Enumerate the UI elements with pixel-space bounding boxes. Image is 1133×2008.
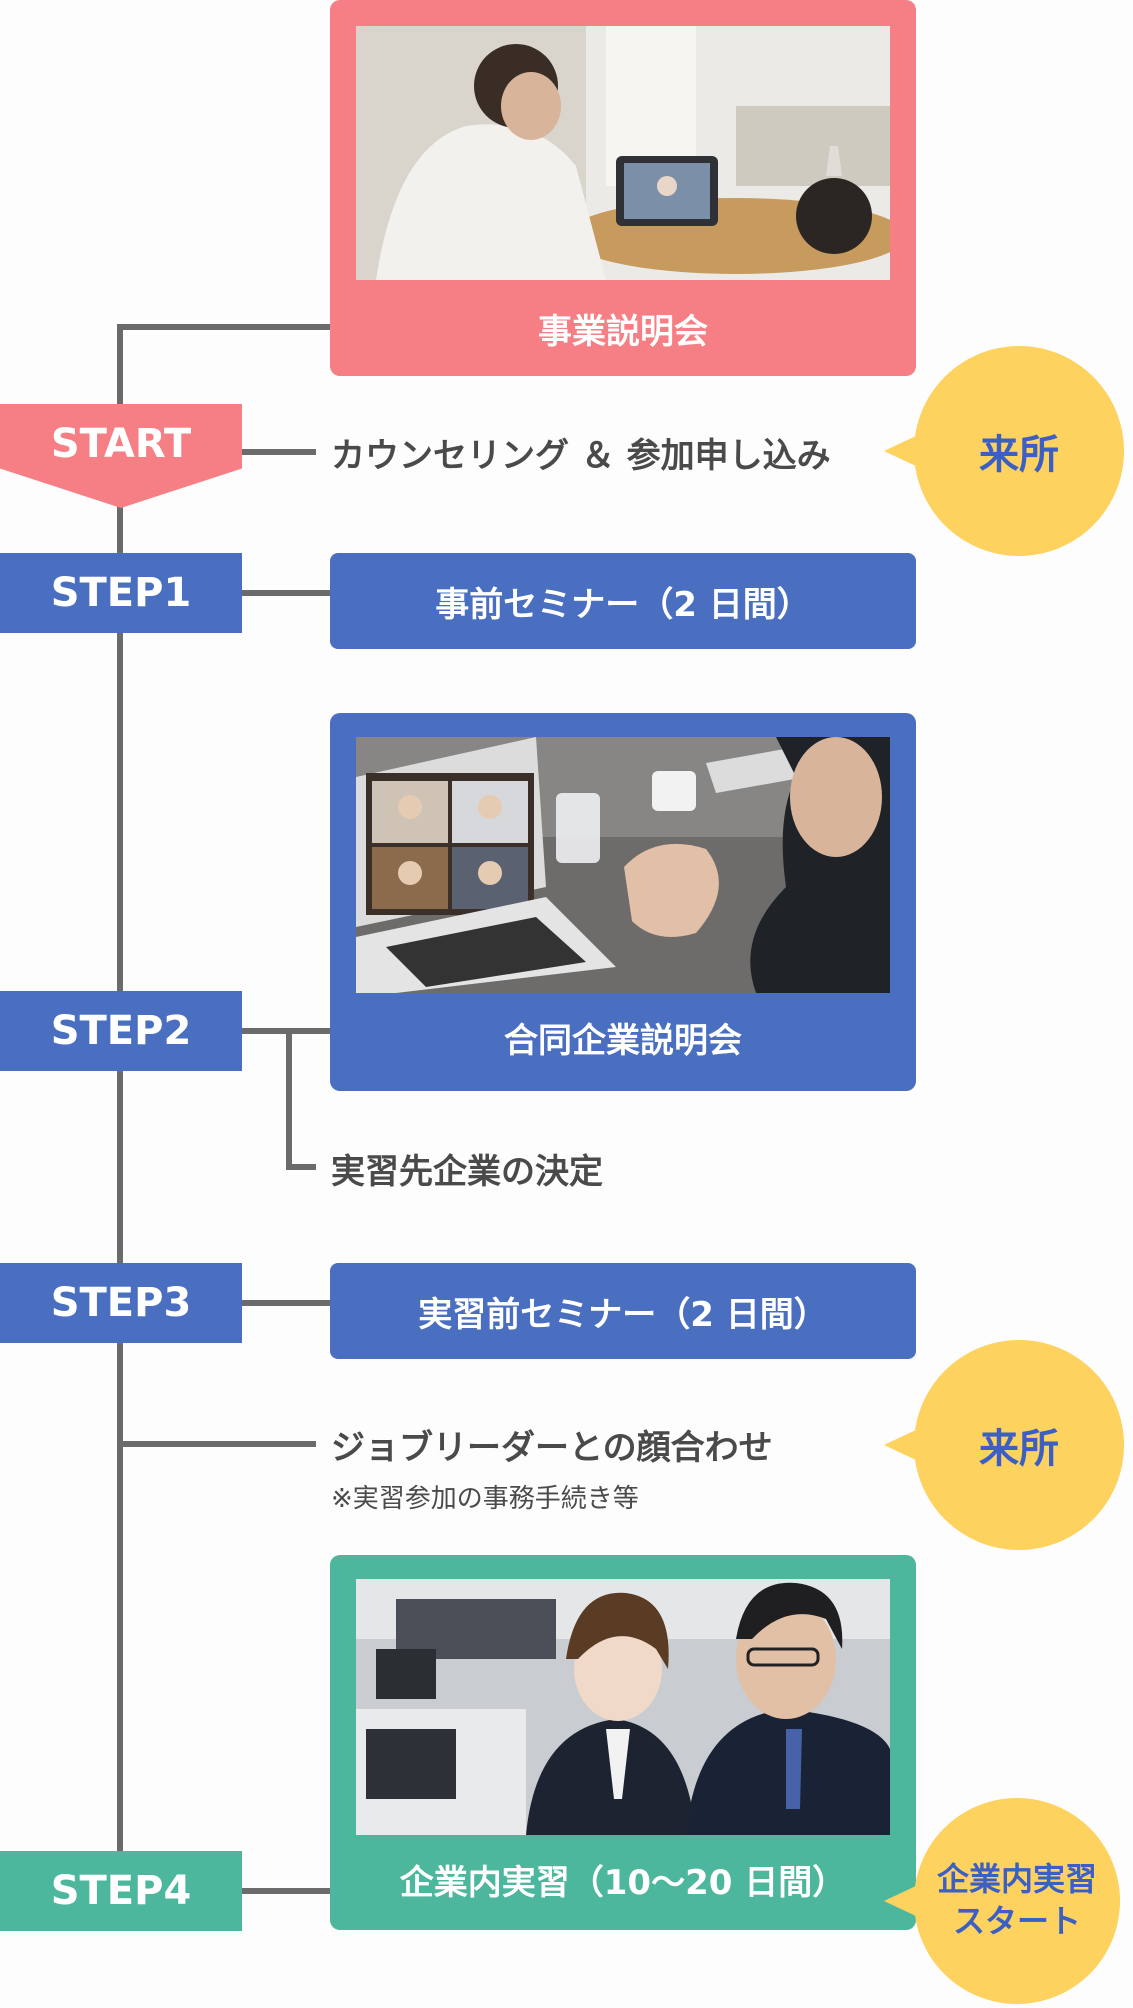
step3-label-text: STEP3 (50, 1280, 192, 1326)
visit-bubble-1: 来所 (884, 346, 1124, 556)
timeline-vertical-line (117, 324, 123, 1884)
step4-label-text: STEP4 (50, 1868, 192, 1914)
practice-seminar-text: 実習前セミナー（2 日間） (418, 1294, 828, 1335)
pre-seminar-box: 事前セミナー（2 日間） (330, 553, 916, 649)
start-label: START (0, 404, 242, 508)
internship-start-line1: 企業内実習 (936, 1860, 1097, 1899)
connector-meeting (117, 1441, 316, 1447)
office-training-photo (356, 1579, 890, 1835)
meeting-note: ※実習参加の事務手続き等 (331, 1484, 639, 1514)
step2-label: STEP2 (0, 991, 242, 1071)
connector-step4 (240, 1888, 332, 1894)
internship-card: 企業内実習（10〜20 日間） (330, 1555, 916, 1930)
connector-start (240, 449, 316, 455)
step1-label: STEP1 (0, 553, 242, 633)
step1-label-text: STEP1 (50, 570, 192, 616)
visit-bubble-2-text: 来所 (979, 1426, 1059, 1472)
connector-step1 (240, 590, 332, 596)
internship-card-title: 企業内実習（10〜20 日間） (399, 1863, 847, 1903)
visit-bubble-2: 来所 (884, 1340, 1124, 1550)
laptop-video-meeting-photo (356, 737, 890, 993)
pre-seminar-text: 事前セミナー（2 日間） (435, 584, 811, 625)
connector-step3 (240, 1300, 332, 1306)
decision-text: 実習先企業の決定 (331, 1152, 603, 1192)
start-label-text: START (50, 421, 192, 467)
explanation-card: 事業説明会 (330, 0, 916, 376)
connector-explanation (117, 324, 332, 330)
connector-decision (286, 1164, 316, 1170)
step4-label: STEP4 (0, 1851, 242, 1931)
joint-explanation-card-title: 合同企業説明会 (504, 1021, 742, 1061)
step3-label: STEP3 (0, 1263, 242, 1343)
connector-decision-vertical (286, 1028, 292, 1170)
explanation-card-title: 事業説明会 (538, 312, 708, 352)
joint-explanation-card: 合同企業説明会 (330, 713, 916, 1091)
meeting-text: ジョブリーダーとの顔合わせ (331, 1428, 773, 1468)
internship-start-bubble: 企業内実習 スタート (884, 1798, 1120, 2004)
counseling-text: カウンセリング ＆ 参加申し込み (331, 436, 831, 476)
person-video-call-tablet-photo (356, 26, 890, 280)
practice-seminar-box: 実習前セミナー（2 日間） (330, 1263, 916, 1359)
internship-start-line2: スタート (952, 1902, 1081, 1940)
step2-label-text: STEP2 (50, 1008, 192, 1054)
visit-bubble-1-text: 来所 (979, 432, 1059, 478)
